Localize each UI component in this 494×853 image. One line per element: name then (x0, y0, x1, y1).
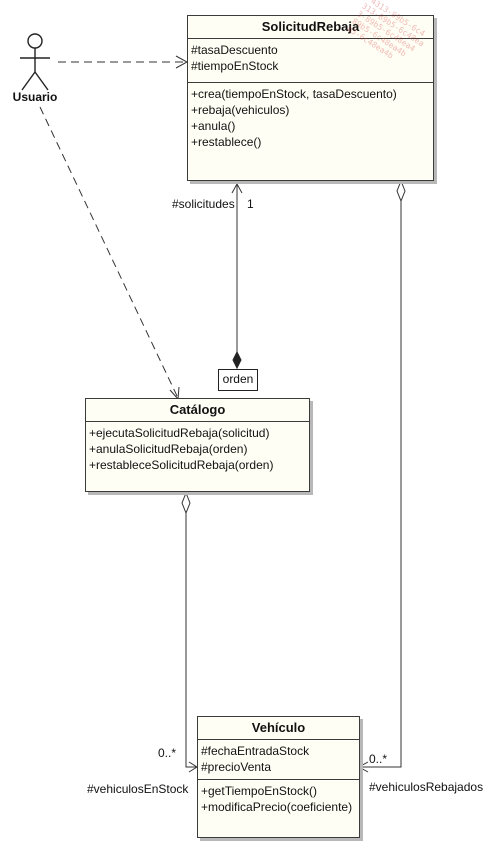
composition-diamond-catalogo (232, 350, 242, 370)
class-name: SolicitudRebaja (188, 16, 433, 39)
aggregation-diamond-catalogo (181, 491, 191, 515)
operations-section: +getTiempoEnStock() +modificaPrecio(coef… (198, 780, 359, 819)
multiplicity-solicitudes: 1 (247, 197, 254, 211)
class-name: Vehículo (198, 717, 359, 740)
role-en-stock: #vehiculosEnStock (87, 782, 189, 796)
association-en-stock (185, 513, 196, 768)
actor-label: Usuario (12, 90, 58, 104)
attribute: #tasaDescuento (191, 43, 278, 57)
operation: +rebaja(vehiculos) (191, 103, 290, 117)
operation: +modificaPrecio(coeficiente) (201, 800, 353, 814)
attribute: #fechaEntradaStock (201, 744, 310, 758)
class-solicitud-rebaja: SolicitudRebaja #tasaDescuento #tiempoEn… (187, 15, 434, 181)
dependency-usuario-catalogo (39, 106, 179, 399)
operation: +getTiempoEnStock() (201, 784, 317, 798)
operation: +crea(tiempoEnStock, tasaDescuento) (191, 87, 397, 101)
operation: +anula() (191, 119, 236, 133)
class-catalogo: Catálogo +ejecutaSolicitudRebaja(solicit… (85, 398, 310, 492)
arrowhead-solicitudes (231, 182, 243, 194)
multiplicity-rebajados: 0..* (369, 752, 388, 766)
role-rebajados: #vehiculosRebajados (369, 780, 484, 794)
operation: +restableceSolicitudRebaja(orden) (89, 458, 274, 472)
aggregation-diamond-solicitud (396, 179, 406, 203)
operation: +ejecutaSolicitudRebaja(solicitud) (89, 426, 270, 440)
multiplicity-en-stock: 0..* (158, 746, 177, 760)
operation: +anulaSolicitudRebaja(orden) (89, 442, 248, 456)
class-name: Catálogo (86, 399, 309, 422)
operations-section: +crea(tiempoEnStock, tasaDescuento) +reb… (188, 83, 433, 154)
class-vehiculo: Vehículo #fechaEntradaStock #precioVenta… (197, 716, 360, 838)
operations-section: +ejecutaSolicitudRebaja(solicitud) +anul… (86, 422, 309, 477)
operation: +restablece() (191, 135, 262, 149)
role-solicitudes: #solicitudes (172, 197, 235, 211)
attribute: #precioVenta (201, 760, 272, 774)
actor-usuario: Usuario (13, 30, 57, 120)
attributes-section: #fechaEntradaStock #precioVenta (198, 740, 359, 780)
attribute: #tiempoEnStock (191, 59, 279, 73)
attributes-section: #tasaDescuento #tiempoEnStock (188, 39, 433, 83)
stick-figure-icon (20, 33, 50, 91)
qualifier-orden: orden (218, 369, 258, 391)
association-rebajados (360, 201, 402, 768)
